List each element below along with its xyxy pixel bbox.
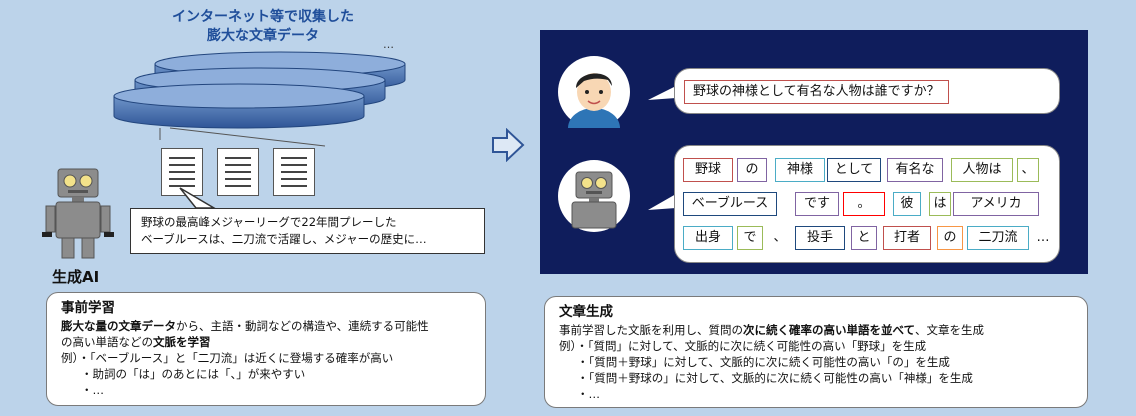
pretraining-example-3: ・… (81, 383, 104, 397)
document-icon (161, 148, 203, 196)
answer-token: 彼 (893, 192, 921, 216)
training-text-line-2: ベーブルースは、二刀流で活躍し、メジャーの歴史に… (141, 232, 427, 246)
answer-token: 、 (1017, 158, 1039, 182)
person-avatar-icon (558, 56, 630, 128)
document-icon (217, 148, 259, 196)
answer-token: は (929, 192, 951, 216)
answer-token: です (795, 192, 839, 216)
answer-token: で (737, 226, 763, 250)
data-disks-icon (113, 51, 406, 147)
generation-box: 文章生成 事前学習した文脈を利用し、質問の次に続く確率の高い単語を並べて、文章を… (544, 296, 1088, 408)
process-arrow-icon (492, 128, 525, 162)
answer-token: と (851, 226, 877, 250)
pretraining-box: 事前学習 膨大な量の文章データから、主語・動詞などの構造や、連続する可能性 の高… (46, 292, 486, 406)
answer-token: として (827, 158, 881, 182)
data-title: インターネット等で収集した 膨大な文章データ (128, 8, 398, 46)
answer-token: 野球 (683, 158, 733, 182)
answer-token: 神様 (775, 158, 825, 182)
answer-token: ベーブルース (683, 192, 777, 216)
question-text: 野球の神様として有名な人物は誰ですか？ (684, 80, 949, 104)
pretraining-line-2: の高い単語などの文脈を学習 (61, 335, 211, 349)
robot-avatar-icon (558, 160, 630, 232)
generation-example-3: ・「質問＋野球の」に対して、文脈的に次に続く可能性の高い「神様」を生成 (577, 371, 973, 385)
data-ellipsis: … (383, 38, 394, 51)
answer-token: 二刀流 (967, 226, 1029, 250)
answer-token: 、 (769, 226, 791, 250)
training-text-line-1: 野球の最高峰メジャーリーグで22年間プレーした (141, 215, 397, 229)
question-pointer (648, 86, 676, 100)
generation-line-1: 事前学習した文脈を利用し、質問の次に続く確率の高い単語を並べて、文章を生成 (559, 323, 985, 337)
generation-example-1: 例）・「質問」に対して、文脈的に次に続く可能性の高い「野球」を生成 (559, 339, 927, 353)
generation-example-2: ・「質問＋野球」に対して、文脈的に次に続く可能性の高い「の」を生成 (577, 355, 950, 369)
pretraining-example-2: ・助詞の「は」のあとには「、」が来やすい (81, 367, 306, 381)
pretraining-example-1: 例）・「ベーブルース」と「二刀流」は近くに登場する確率が高い (61, 351, 394, 365)
training-text-bubble: 野球の最高峰メジャーリーグで22年間プレーした ベーブルースは、二刀流で活躍し、… (130, 208, 485, 254)
answer-pointer (648, 194, 676, 210)
answer-token: 人物は (951, 158, 1013, 182)
data-title-line-2: 膨大な文章データ (207, 28, 319, 44)
answer-token: 有名な (887, 158, 943, 182)
document-icon (273, 148, 315, 196)
answer-token: 打者 (883, 226, 931, 250)
pretraining-line-1: 膨大な量の文章データから、主語・動詞などの構造や、連続する可能性 (61, 319, 429, 333)
answer-token: アメリカ (953, 192, 1039, 216)
generative-ai-label: 生成AI (52, 268, 100, 286)
answer-token: の (937, 226, 963, 250)
answer-token: 投手 (795, 226, 845, 250)
data-title-line-1: インターネット等で収集した (172, 9, 354, 25)
answer-token: … (1031, 226, 1055, 250)
robot-icon (42, 168, 114, 259)
generation-title: 文章生成 (559, 304, 613, 320)
pretraining-title: 事前学習 (61, 300, 115, 316)
disk-1 (113, 83, 365, 129)
answer-token: の (737, 158, 767, 182)
answer-token: 。 (843, 192, 885, 216)
generation-example-4: ・… (577, 387, 600, 401)
answer-token: 出身 (683, 226, 733, 250)
answer-bubble: 野球 の 神様 として 有名な 人物は 、 ベーブルース です 。 彼 は アメ… (674, 145, 1060, 263)
